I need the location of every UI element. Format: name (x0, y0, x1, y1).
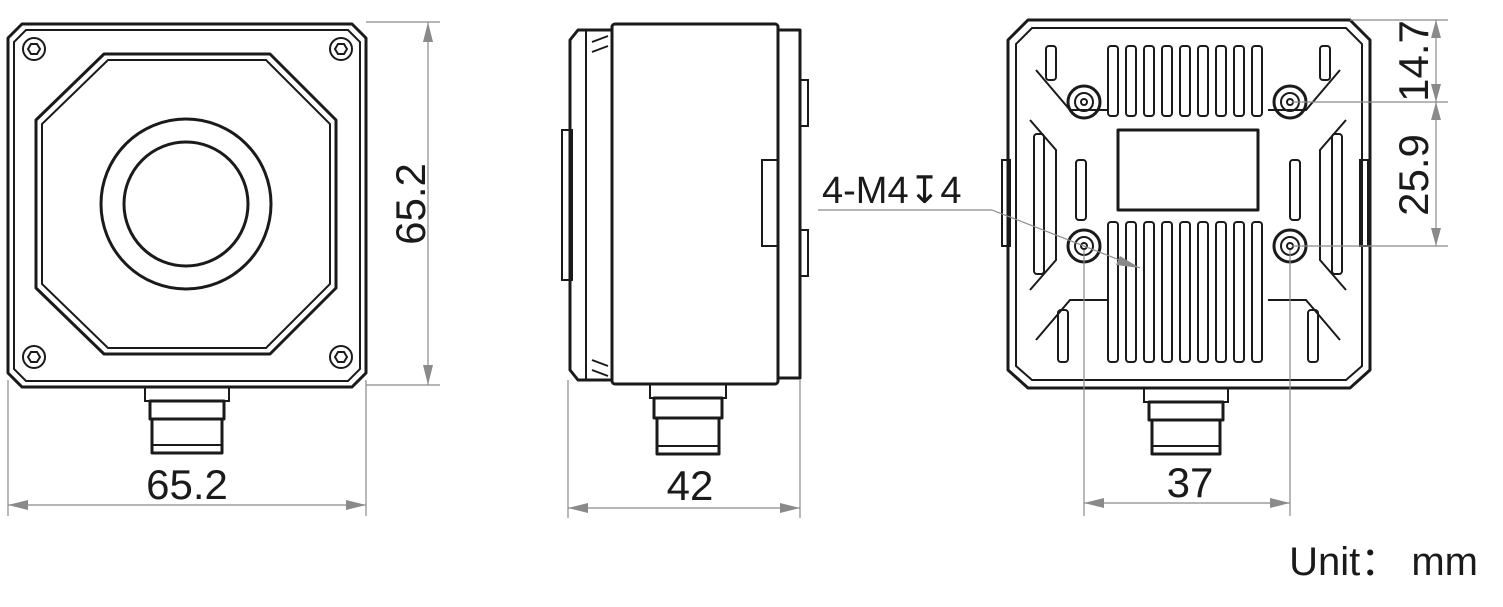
corner-screw-top-right (329, 37, 353, 61)
cooling-fin (1125, 221, 1137, 363)
rear-connector (1143, 387, 1229, 456)
front-width-label: 65.2 (146, 461, 228, 508)
rear-vertical-dimensions (1292, 19, 1448, 247)
side-rear-fin-lower (799, 229, 809, 277)
front-faceplate (34, 52, 338, 356)
rear-diagonal-ribs (1029, 69, 1347, 341)
rear-housing-outline (1006, 18, 1372, 390)
cooling-fin (1045, 45, 1057, 81)
front-width-dimension (7, 380, 367, 516)
cooling-fin (1143, 45, 1155, 117)
corner-screw-bottom-right (329, 345, 353, 369)
cooling-fin (1179, 45, 1191, 117)
cooling-fin (1215, 221, 1227, 363)
depth-symbol-icon: ↧ (909, 170, 941, 212)
rear-view: 4-M4↧4 37 14.7 25.9 (818, 18, 1448, 516)
rear-top-offset-label: 14.7 (1390, 20, 1437, 102)
thread-callout-depth: 4 (940, 170, 961, 212)
rear-hole-spacing-dimension (1083, 250, 1291, 516)
cooling-fin (1125, 45, 1137, 117)
side-rear-fin-upper (799, 79, 809, 127)
rear-cooling-fins (1033, 45, 1343, 363)
front-housing-inner-edge (13, 29, 361, 382)
corner-screw-top-left (22, 37, 46, 61)
front-housing-outline (6, 22, 368, 389)
cooling-fin (1251, 45, 1263, 117)
thread-callout-label: 4-M4↧4 (822, 170, 962, 212)
mount-hole-top-left (1066, 84, 1102, 120)
side-bezel-mark-top (591, 35, 609, 53)
thread-callout-size: 4-M4 (822, 170, 909, 212)
cooling-fin (1319, 45, 1331, 81)
side-view: 42 (561, 22, 809, 518)
rear-side-tab-left (1001, 159, 1011, 247)
lens-ring (99, 117, 273, 291)
front-faceplate-inner (41, 59, 331, 349)
front-height-label: 65.2 (387, 163, 434, 245)
side-depth-dimension (567, 380, 801, 518)
rear-hole-spacing-label: 37 (1167, 459, 1214, 506)
cooling-fin (1161, 221, 1173, 363)
front-view: 65.2 65.2 (6, 21, 440, 516)
cooling-fin (1075, 159, 1087, 221)
side-front-lip (561, 129, 573, 281)
front-height-dimension (366, 21, 440, 386)
side-body (610, 22, 780, 386)
front-connector (144, 386, 230, 455)
cooling-fin (1107, 221, 1119, 363)
thread-callout-leader (818, 209, 1141, 269)
cooling-fin (1289, 159, 1301, 221)
rear-vertical-spacing-label: 25.9 (1390, 134, 1437, 216)
cooling-fin (1307, 309, 1319, 363)
rear-label-window (1116, 128, 1260, 212)
cooling-fin (1197, 45, 1209, 117)
rear-housing-inner (1015, 27, 1363, 381)
cooling-fin (1057, 309, 1069, 363)
cooling-fin (1233, 45, 1245, 117)
cooling-fin (1331, 133, 1343, 275)
cooling-fin (1033, 133, 1045, 275)
cooling-fin (1197, 221, 1209, 363)
unit-label: Unit： mm (1289, 540, 1478, 584)
side-label-tab (761, 159, 779, 247)
cooling-fin (1161, 45, 1173, 117)
cooling-fin (1179, 221, 1191, 363)
side-front-bezel (568, 28, 612, 382)
cooling-fin (1107, 45, 1119, 117)
cooling-fin (1251, 221, 1263, 363)
lens-window (122, 140, 250, 268)
side-connector (649, 383, 727, 456)
side-bezel-mark-bottom (591, 359, 609, 377)
corner-screw-bottom-left (22, 345, 46, 369)
cooling-fin (1215, 45, 1227, 117)
side-depth-label: 42 (667, 462, 714, 509)
cooling-fin (1143, 221, 1155, 363)
cooling-fin (1233, 221, 1245, 363)
side-rear-plate (778, 28, 802, 380)
